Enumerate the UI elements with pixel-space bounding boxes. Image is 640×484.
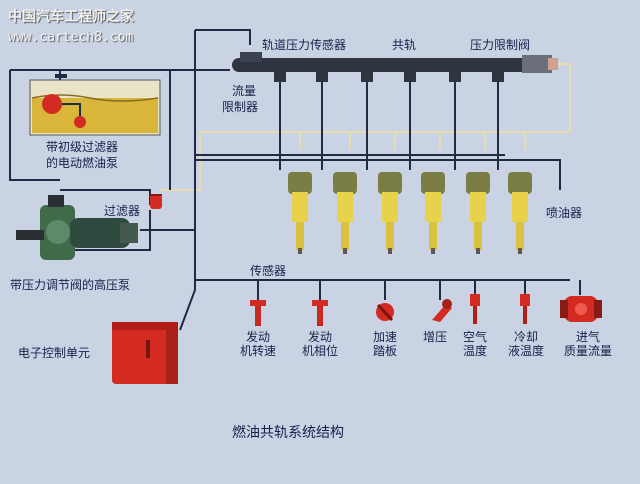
sensor-label-line2: 温度	[462, 344, 487, 358]
boost-sensor-icon	[432, 299, 452, 322]
ecu-icon	[112, 322, 178, 384]
sensor-label-line1: 空气	[462, 330, 487, 344]
engine-phase-sensor-icon	[312, 300, 328, 326]
sensor-label-coolant-temperature: 冷却 液温度	[502, 330, 550, 358]
sensor-label-line2: 踏板	[372, 344, 397, 358]
sensor-label-line2: 液温度	[507, 344, 544, 358]
label-electric-pump-line2: 的电动燃油泵	[46, 156, 119, 170]
sensor-label-engine-speed: 发动 机转速	[234, 330, 282, 358]
label-injector: 喷油器	[546, 206, 583, 220]
sensors	[250, 294, 602, 326]
sensor-label-accelerator-pedal: 加速 踏板	[365, 330, 405, 358]
diagram-caption: 燃油共轨系统结构	[232, 425, 344, 441]
air-mass-flow-sensor-icon	[560, 296, 602, 322]
coolant-temperature-sensor-icon	[520, 294, 530, 324]
accelerator-pedal-sensor-icon	[376, 303, 394, 322]
label-pressure-limit-valve: 压力限制阀	[470, 38, 531, 52]
primary-filter-icon	[74, 116, 86, 128]
label-flow-limiter-line1: 流量	[232, 84, 257, 98]
injector-icon	[508, 172, 532, 254]
fuel-tank	[29, 70, 161, 136]
return-lines	[160, 63, 571, 191]
sensor-label-air-mass-flow: 进气 质量流量	[552, 330, 624, 358]
watermark-site-name: 中国汽车工程师之家	[8, 9, 134, 25]
injector-icon	[378, 172, 402, 254]
pressure-limit-valve-icon	[522, 55, 552, 73]
sensor-label-line1: 冷却	[513, 330, 538, 344]
rail-pressure-sensor-icon	[240, 52, 262, 62]
air-temperature-sensor-icon	[470, 294, 480, 324]
label-sensors: 传感器	[250, 264, 287, 278]
sensor-label-engine-phase: 发动 机相位	[296, 330, 344, 358]
label-flow-limiter-line2: 限制器	[222, 100, 259, 114]
electric-pump-icon	[42, 94, 62, 114]
injector-icon	[466, 172, 490, 254]
sensor-label-line1: 进气	[575, 330, 600, 344]
sensor-label-line2: 机转速	[239, 344, 276, 358]
engine-speed-sensor-icon	[250, 300, 266, 326]
injector-icon	[421, 172, 445, 254]
sensor-label-boost: 增压	[415, 330, 455, 344]
pump-icon	[16, 195, 138, 260]
label-rail-pressure-sensor: 轨道压力传感器	[262, 38, 347, 52]
injector-icon	[333, 172, 357, 254]
sensor-label-line1: 发动	[245, 330, 270, 344]
sensor-label-line2: 机相位	[301, 344, 338, 358]
common-rail	[232, 52, 558, 82]
sensor-label-air-temperature: 空气 温度	[455, 330, 495, 358]
filter-icon	[150, 194, 162, 209]
injectors	[288, 172, 532, 254]
fuel-lines	[9, 29, 581, 331]
sensor-label-line1: 增压	[422, 330, 447, 344]
sensor-label-line1: 加速	[372, 330, 397, 344]
injector-icon	[288, 172, 312, 254]
label-high-pressure-pump: 带压力调节阀的高压泵	[10, 278, 131, 292]
sensor-label-line1: 发动	[307, 330, 332, 344]
label-ecu: 电子控制单元	[18, 346, 91, 360]
label-filter: 过滤器	[104, 204, 141, 218]
sensor-label-line2: 质量流量	[563, 344, 612, 358]
watermark-url: www.cartech8.com	[8, 30, 134, 45]
label-common-rail: 共轨	[392, 38, 417, 52]
label-electric-pump-line1: 带初级过滤器	[46, 140, 119, 154]
